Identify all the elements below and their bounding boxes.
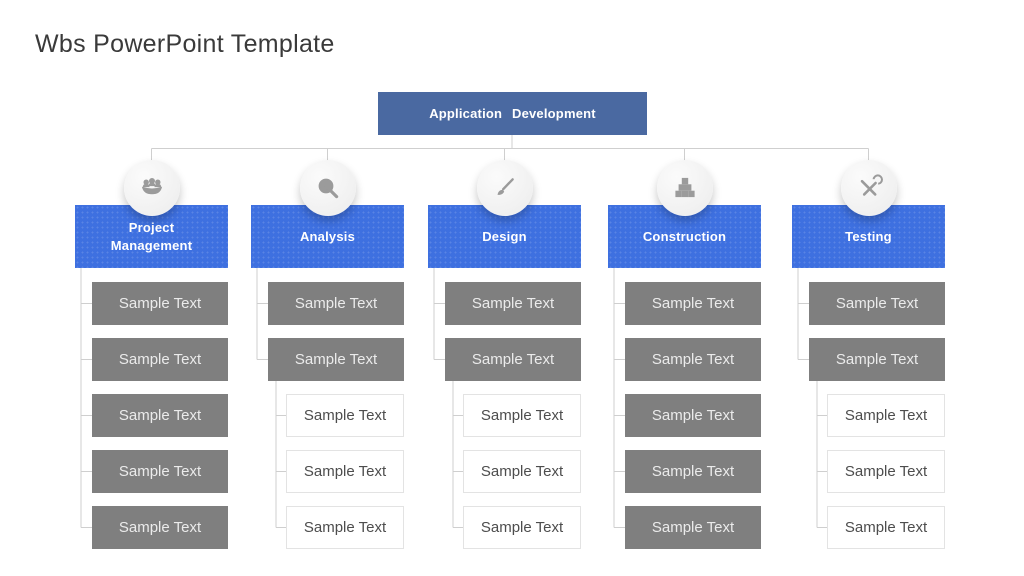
subtask-box: Sample Text	[827, 394, 945, 437]
task-box: Sample Text	[625, 506, 761, 549]
branch-icon-circle	[656, 160, 713, 216]
task-box: Sample Text	[625, 282, 761, 325]
subtask-box: Sample Text	[286, 506, 404, 549]
task-box: Sample Text	[625, 450, 761, 493]
subtask-box: Sample Text	[463, 450, 581, 493]
task-box: Sample Text	[809, 282, 945, 325]
subtask-box: Sample Text	[827, 450, 945, 493]
team-icon	[141, 178, 162, 195]
root-node-application-development: Application Development	[378, 92, 647, 135]
branch-header-testing: Testing	[792, 205, 945, 268]
task-box: Sample Text	[268, 338, 404, 381]
task-box: Sample Text	[625, 338, 761, 381]
task-box: Sample Text	[92, 506, 228, 549]
task-box: Sample Text	[625, 394, 761, 437]
magnifier-pulse-icon	[318, 178, 338, 199]
subtask-box: Sample Text	[463, 394, 581, 437]
subtask-box: Sample Text	[827, 506, 945, 549]
task-box: Sample Text	[92, 338, 228, 381]
crossed-tools-icon	[860, 174, 883, 196]
branch-icon-circle	[123, 160, 180, 216]
task-box: Sample Text	[268, 282, 404, 325]
branch-icon-circle	[840, 160, 897, 216]
branch-icon-circle	[476, 160, 533, 216]
paintbrush-icon	[497, 178, 514, 195]
subtask-box: Sample Text	[463, 506, 581, 549]
task-box: Sample Text	[445, 282, 581, 325]
branch-header-analysis: Analysis	[251, 205, 404, 268]
task-box: Sample Text	[445, 338, 581, 381]
branch-icon-circle	[299, 160, 356, 216]
subtask-box: Sample Text	[286, 450, 404, 493]
task-box: Sample Text	[92, 282, 228, 325]
task-box: Sample Text	[92, 450, 228, 493]
page-title: Wbs PowerPoint Template	[35, 30, 335, 58]
task-box: Sample Text	[809, 338, 945, 381]
subtask-box: Sample Text	[286, 394, 404, 437]
task-box: Sample Text	[92, 394, 228, 437]
blocks-icon	[674, 177, 695, 198]
